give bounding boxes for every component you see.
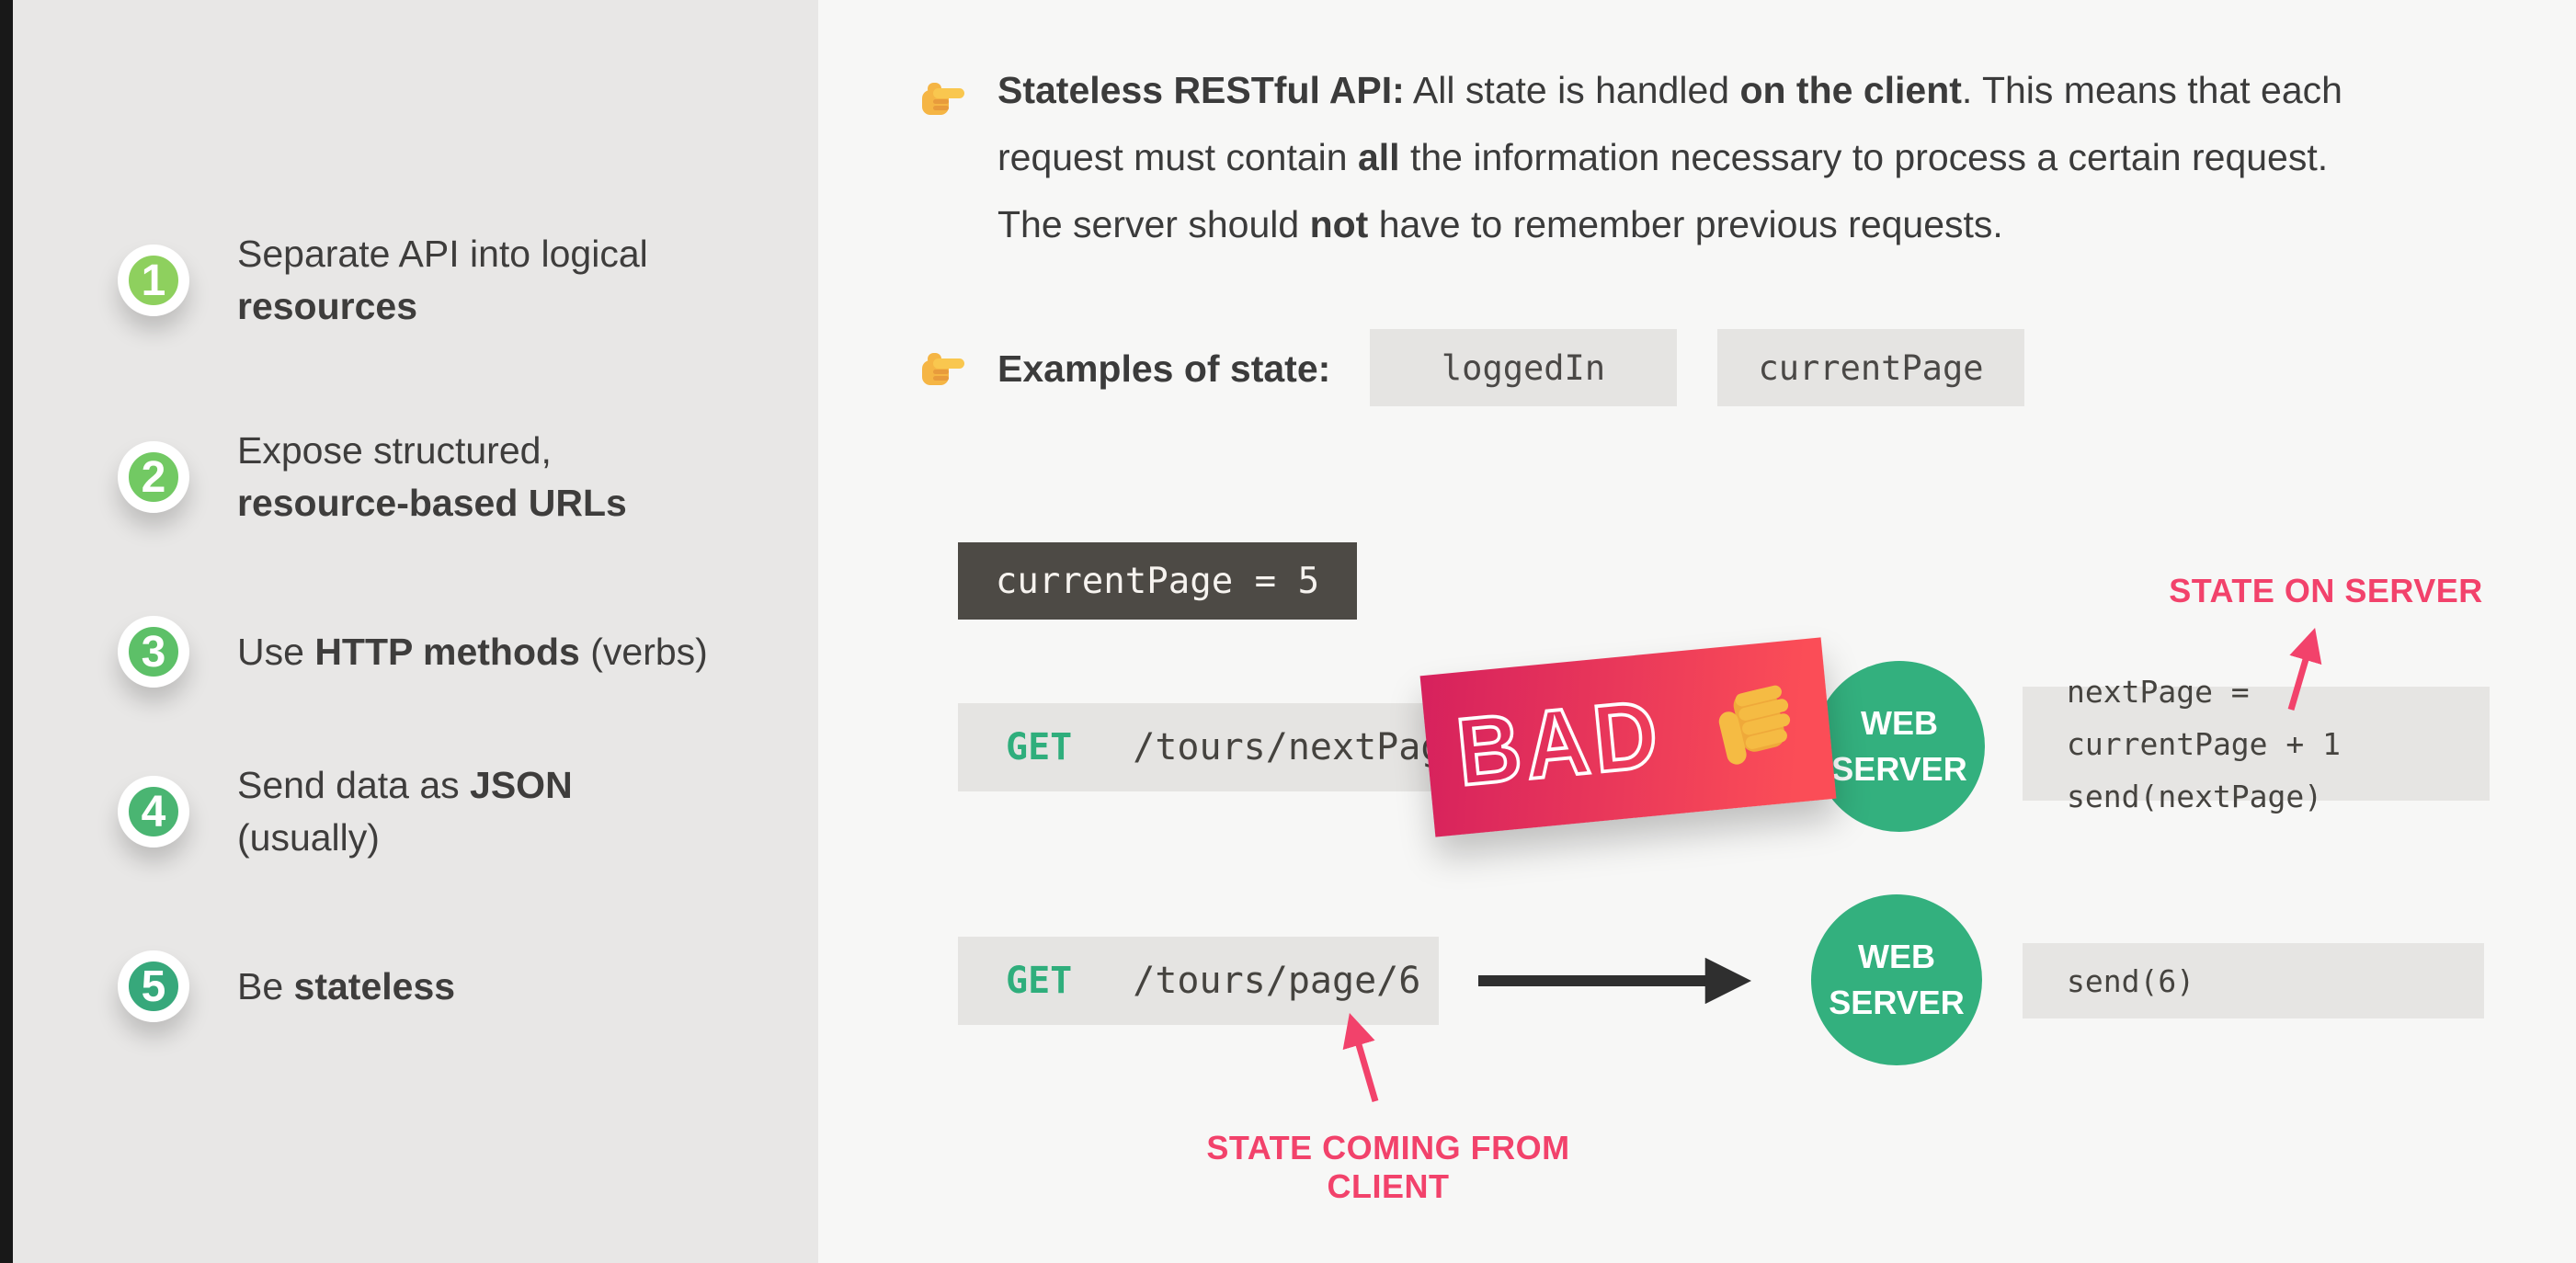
request-box-good: GET /tours/page/6: [958, 937, 1439, 1025]
sidebar-item-stateless: 5 Be stateless: [118, 939, 455, 1034]
http-method: GET: [1006, 726, 1073, 768]
sidebar-item-http-methods: 3 Use HTTP methods (verbs): [118, 604, 708, 700]
stateless-note-text: Stateless RESTful API: All state is hand…: [997, 69, 2342, 245]
code-line: send(nextPage): [2067, 778, 2323, 814]
code-line: nextPage = currentPage + 1: [2067, 673, 2342, 762]
examples-of-state-label: Examples of state:: [997, 347, 1331, 390]
state-from-client-label: STATE COMING FROM CLIENT: [1206, 1129, 1570, 1205]
sidebar-item-json: 4 Send data as JSON(usually): [118, 764, 573, 859]
step-2-badge: 2: [118, 441, 189, 513]
request-box-bad: GET /tours/nextPage: [958, 703, 1465, 791]
server-label-line: SERVER: [1831, 750, 1967, 788]
request-path: /tours/page/6: [1133, 960, 1421, 1002]
step-label: Expose structured,resource-based URLs: [237, 429, 627, 524]
server-code-box-bad: nextPage = currentPage + 1 send(nextPage…: [2023, 674, 2490, 814]
step-label: Be stateless: [237, 964, 456, 1007]
bad-sticker-label: BAD: [1451, 679, 1669, 808]
state-chip-currentpage: currentPage: [1717, 329, 2024, 406]
state-from-client-arrow: [1342, 1013, 1379, 1102]
step-number: 2: [141, 452, 166, 502]
step-label: Use HTTP methods (verbs): [237, 630, 708, 673]
server-label-line: WEB: [1861, 704, 1938, 742]
http-method: GET: [1006, 960, 1073, 1002]
request-path: /tours/nextPage: [1133, 726, 1465, 768]
state-on-server-label: STATE ON SERVER: [2169, 572, 2483, 609]
step-4-badge: 4: [118, 776, 189, 848]
step-number: 1: [141, 256, 166, 305]
client-state-box: currentPage = 5: [958, 542, 1357, 620]
step-1-badge: 1: [118, 245, 189, 316]
step-3-badge: 3: [118, 616, 189, 688]
code-line: send(6): [2067, 962, 2195, 999]
step-number: 5: [141, 961, 166, 1011]
server-label-line: SERVER: [1829, 984, 1965, 1021]
bad-sticker: BAD: [1419, 637, 1837, 837]
pointing-finger-icon: [922, 83, 964, 115]
web-server-circle-good: WEB SERVER: [1811, 894, 1982, 1065]
pointing-finger-icon: [922, 353, 964, 385]
server-label-line: WEB: [1858, 938, 1935, 975]
step-5-badge: 5: [118, 950, 189, 1022]
server-code-box-good: send(6): [2023, 943, 2484, 1018]
step-number: 3: [141, 627, 166, 677]
sidebar-item-urls: 2 Expose structured,resource-based URLs: [118, 429, 627, 525]
step-number: 4: [141, 787, 166, 836]
state-chip-loggedin: loggedIn: [1370, 329, 1677, 406]
thumbs-down-icon: [1719, 685, 1791, 765]
web-server-circle-bad: WEB SERVER: [1814, 661, 1985, 832]
step-label: Send data as JSON(usually): [237, 764, 573, 859]
left-edge-strip: [0, 0, 13, 1263]
